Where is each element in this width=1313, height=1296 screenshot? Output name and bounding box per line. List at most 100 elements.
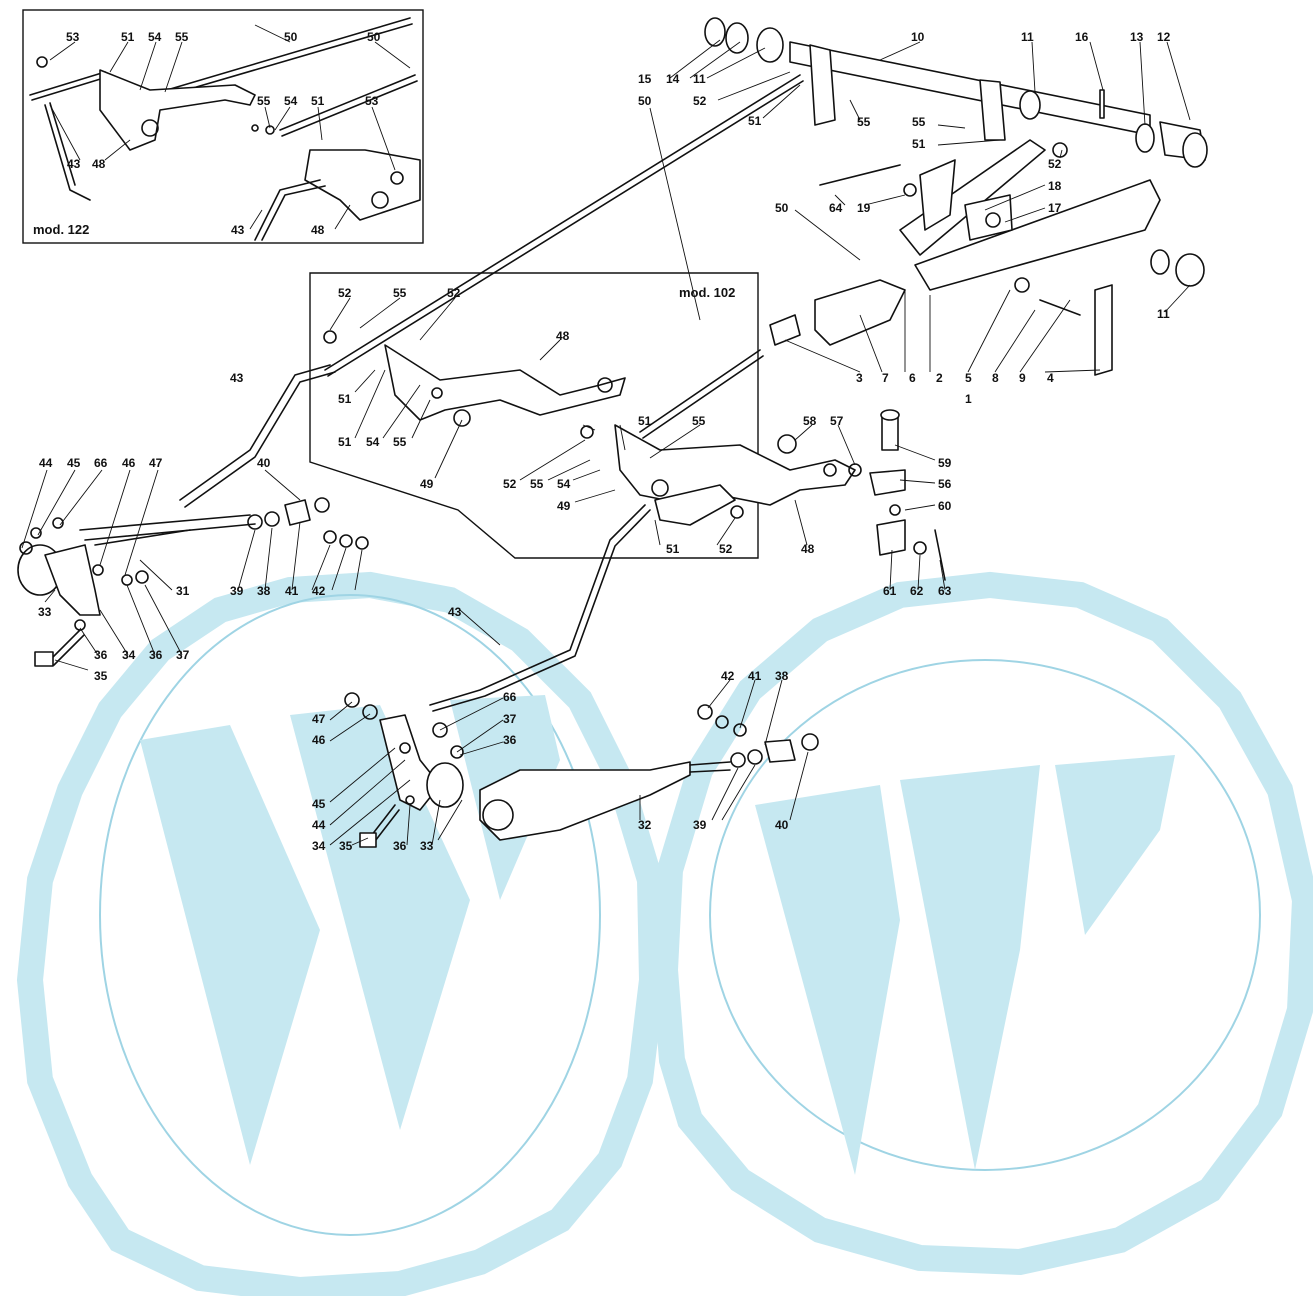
callout-49: 49 bbox=[557, 499, 571, 513]
callout-35: 35 bbox=[339, 839, 353, 853]
callout-10: 10 bbox=[911, 30, 925, 44]
callout-55: 55 bbox=[175, 30, 189, 44]
callout-36: 36 bbox=[94, 648, 108, 662]
callout-47: 47 bbox=[312, 712, 326, 726]
callout-54: 54 bbox=[148, 30, 162, 44]
callout-55: 55 bbox=[393, 286, 407, 300]
callout-51: 51 bbox=[338, 435, 352, 449]
callout-53: 53 bbox=[365, 94, 379, 108]
callout-16: 16 bbox=[1075, 30, 1089, 44]
callout-36: 36 bbox=[503, 733, 517, 747]
callout-52: 52 bbox=[693, 94, 707, 108]
callout-40: 40 bbox=[775, 818, 789, 832]
callout-51: 51 bbox=[311, 94, 325, 108]
callout-55: 55 bbox=[692, 414, 706, 428]
callout-42: 42 bbox=[721, 669, 735, 683]
callout-42: 42 bbox=[312, 584, 326, 598]
callout-60: 60 bbox=[938, 499, 952, 513]
callout-46: 46 bbox=[312, 733, 326, 747]
inset-mod-102-title: mod. 102 bbox=[679, 285, 735, 300]
callout-50: 50 bbox=[775, 201, 789, 215]
callout-47: 47 bbox=[149, 456, 163, 470]
watermark-logo-right bbox=[651, 571, 1313, 1276]
callout-9: 9 bbox=[1019, 371, 1026, 385]
callout-51: 51 bbox=[666, 542, 680, 556]
callout-45: 45 bbox=[312, 797, 326, 811]
callout-55: 55 bbox=[257, 94, 271, 108]
callout-7: 7 bbox=[882, 371, 889, 385]
callout-48: 48 bbox=[311, 223, 325, 237]
callout-41: 41 bbox=[285, 584, 299, 598]
callout-36: 36 bbox=[149, 648, 163, 662]
callout-43: 43 bbox=[231, 223, 245, 237]
callout-55: 55 bbox=[530, 477, 544, 491]
callout-36: 36 bbox=[393, 839, 407, 853]
callout-54: 54 bbox=[557, 477, 571, 491]
callout-48: 48 bbox=[556, 329, 570, 343]
callout-66: 66 bbox=[503, 690, 517, 704]
callout-44: 44 bbox=[39, 456, 53, 470]
callout-11: 11 bbox=[1157, 307, 1170, 321]
callout-33: 33 bbox=[38, 605, 52, 619]
callout-55: 55 bbox=[912, 115, 926, 129]
callout-49: 49 bbox=[420, 477, 434, 491]
leader-lines bbox=[21, 24, 1191, 846]
main-linkage bbox=[17, 17, 1208, 848]
callout-11: 11 bbox=[1021, 30, 1034, 44]
callout-34: 34 bbox=[122, 648, 136, 662]
callout-43: 43 bbox=[230, 371, 244, 385]
callout-39: 39 bbox=[230, 584, 244, 598]
callout-14: 14 bbox=[666, 72, 680, 86]
callout-3: 3 bbox=[856, 371, 863, 385]
callout-34: 34 bbox=[312, 839, 326, 853]
callout-57: 57 bbox=[830, 414, 844, 428]
callout-labels: 53 51 54 55 50 50 55 54 51 53 43 48 43 4… bbox=[38, 30, 1171, 853]
callout-50: 50 bbox=[284, 30, 298, 44]
callout-2: 2 bbox=[936, 371, 943, 385]
callout-63: 63 bbox=[938, 584, 952, 598]
callout-6: 6 bbox=[909, 371, 916, 385]
callout-4: 4 bbox=[1047, 371, 1054, 385]
callout-64: 64 bbox=[829, 201, 843, 215]
callout-59: 59 bbox=[938, 456, 952, 470]
callout-40: 40 bbox=[257, 456, 271, 470]
callout-52: 52 bbox=[1048, 157, 1062, 171]
callout-50: 50 bbox=[638, 94, 652, 108]
callout-53: 53 bbox=[66, 30, 80, 44]
callout-58: 58 bbox=[803, 414, 817, 428]
inset-mod-122: mod. 122 bbox=[22, 9, 424, 244]
callout-44: 44 bbox=[312, 818, 326, 832]
callout-55: 55 bbox=[857, 115, 871, 129]
callout-37: 37 bbox=[503, 712, 517, 726]
callout-38: 38 bbox=[257, 584, 271, 598]
callout-8: 8 bbox=[992, 371, 999, 385]
callout-51: 51 bbox=[338, 392, 352, 406]
inset-mod-102: mod. 102 bbox=[309, 272, 856, 559]
callout-5: 5 bbox=[965, 371, 972, 385]
callout-37: 37 bbox=[176, 648, 190, 662]
callout-31: 31 bbox=[176, 584, 190, 598]
callout-52: 52 bbox=[503, 477, 517, 491]
inset-mod-122-title: mod. 122 bbox=[33, 222, 89, 237]
callout-19: 19 bbox=[857, 201, 871, 215]
callout-38: 38 bbox=[775, 669, 789, 683]
callout-46: 46 bbox=[122, 456, 136, 470]
callout-51: 51 bbox=[748, 114, 762, 128]
callout-11: 11 bbox=[693, 72, 706, 86]
callout-56: 56 bbox=[938, 477, 952, 491]
callout-48: 48 bbox=[801, 542, 815, 556]
callout-51: 51 bbox=[121, 30, 135, 44]
callout-50: 50 bbox=[367, 30, 381, 44]
callout-33: 33 bbox=[420, 839, 434, 853]
callout-15: 15 bbox=[638, 72, 652, 86]
callout-61: 61 bbox=[883, 584, 897, 598]
callout-62: 62 bbox=[910, 584, 924, 598]
callout-17: 17 bbox=[1048, 201, 1062, 215]
callout-13: 13 bbox=[1130, 30, 1144, 44]
callout-43: 43 bbox=[448, 605, 462, 619]
callout-54: 54 bbox=[366, 435, 380, 449]
callout-54: 54 bbox=[284, 94, 298, 108]
callout-51: 51 bbox=[912, 137, 926, 151]
callout-18: 18 bbox=[1048, 179, 1062, 193]
callout-12: 12 bbox=[1157, 30, 1171, 44]
